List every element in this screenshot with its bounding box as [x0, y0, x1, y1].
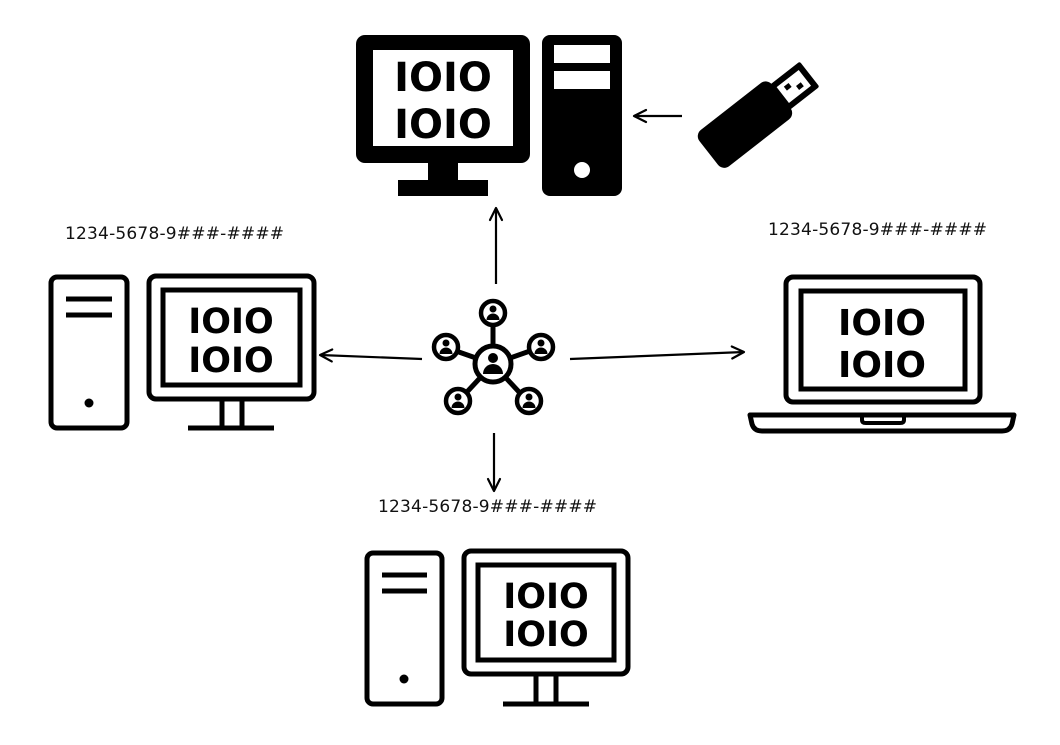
binary-line-2: IOIO	[838, 345, 926, 386]
binary-line-2: IOIO	[394, 102, 492, 148]
binary-line-1: IOIO	[394, 55, 492, 101]
bottom-monitor: IOIO IOIO	[461, 548, 631, 707]
left-card-number-label: 1234-5678-9###-####	[65, 224, 285, 244]
left-tower	[48, 274, 130, 431]
source-tower	[542, 35, 622, 196]
binary-line-1: IOIO	[838, 303, 926, 344]
bottom-tower	[364, 550, 445, 707]
binary-line-1: IOIO	[188, 302, 274, 342]
user-network-hub-icon	[431, 298, 556, 416]
left-computer-icon: IOIO IOIO	[48, 273, 317, 431]
right-card-number-label: 1234-5678-9###-####	[768, 220, 988, 240]
source-computer-icon: IOIO IOIO	[356, 35, 622, 196]
bottom-computer-icon: IOIO IOIO	[364, 548, 631, 707]
binary-line-1: IOIO	[503, 577, 589, 617]
hub-to-left-arrow	[318, 348, 423, 363]
right-laptop-icon: IOIO IOIO	[747, 274, 1017, 434]
left-monitor: IOIO IOIO	[146, 273, 317, 431]
hub-to-right-arrow	[569, 345, 746, 361]
usb-drive-icon	[697, 62, 819, 168]
binary-line-2: IOIO	[503, 615, 589, 655]
bottom-card-number-label: 1234-5678-9###-####	[378, 497, 598, 517]
source-monitor: IOIO IOIO	[356, 35, 530, 196]
binary-line-2: IOIO	[188, 341, 274, 381]
